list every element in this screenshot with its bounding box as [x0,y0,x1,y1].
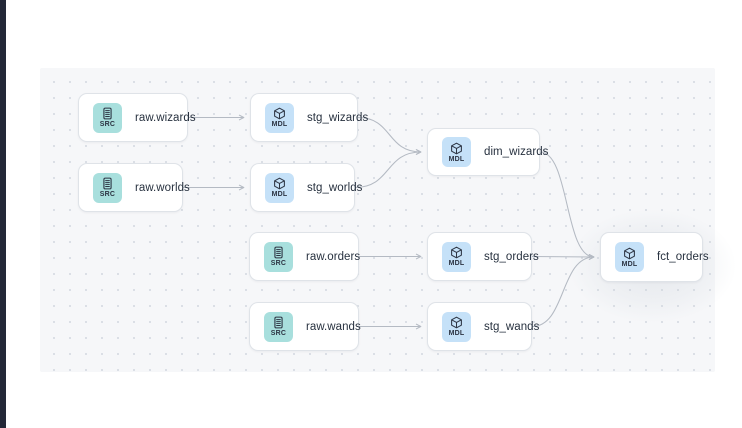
cube-icon [273,107,286,120]
node-label: stg_wands [484,320,540,333]
node-label: stg_worlds [307,181,363,194]
model-badge: MDL [442,311,471,342]
badge-type-label: SRC [270,330,287,337]
badge-type-label: MDL [448,330,465,337]
node-label: dim_wizards [484,146,549,158]
badge-type-label: MDL [448,155,465,163]
left-rail [0,0,6,428]
node-label: raw.wizards [135,111,196,124]
badge-type-label: MDL [448,260,465,267]
database-icon [101,177,114,190]
database-icon [272,246,285,259]
node-raw_wizards[interactable]: SRC raw.wizards [78,93,196,142]
model-badge: MDL [442,241,471,272]
model-badge: MDL [442,137,471,167]
node-stg_orders[interactable]: MDL stg_orders [427,232,539,281]
node-dim_wizards[interactable]: MDL dim_wizards [427,128,548,176]
badge-type-label: SRC [99,121,116,128]
node-raw_orders[interactable]: SRC raw.orders [249,232,361,281]
node-raw_worlds[interactable]: SRC raw.worlds [78,163,190,212]
database-icon [101,107,114,120]
model-badge: MDL [265,102,294,133]
badge-type-label: MDL [271,121,288,128]
node-raw_wands[interactable]: SRC raw.wands [249,302,361,351]
model-badge: MDL [265,172,294,203]
cube-icon [273,177,286,190]
source-badge: SRC [264,311,293,342]
node-fct_orders[interactable]: MDL fct_orders [600,232,709,282]
node-label: stg_orders [484,250,539,263]
source-badge: SRC [93,102,122,133]
cube-icon [450,142,463,155]
cube-icon [450,316,463,329]
node-label: raw.orders [306,250,361,263]
node-label: raw.worlds [135,181,190,194]
node-stg_worlds[interactable]: MDL stg_worlds [250,163,362,212]
badge-type-label: SRC [270,260,287,267]
badge-type-label: MDL [621,260,638,268]
edge-stg_worlds-to-dim_wizards [354,149,422,189]
model-badge: MDL [615,242,644,272]
node-stg_wands[interactable]: MDL stg_wands [427,302,539,351]
node-label: raw.wands [306,320,361,333]
database-icon [272,316,285,329]
badge-type-label: SRC [99,191,116,198]
node-label: fct_orders [657,251,709,263]
badge-type-label: MDL [271,191,288,198]
cube-icon [623,247,636,260]
source-badge: SRC [264,241,293,272]
node-stg_wizards[interactable]: MDL stg_wizards [250,93,368,142]
node-label: stg_wizards [307,111,369,124]
source-badge: SRC [93,172,122,203]
cube-icon [450,246,463,259]
